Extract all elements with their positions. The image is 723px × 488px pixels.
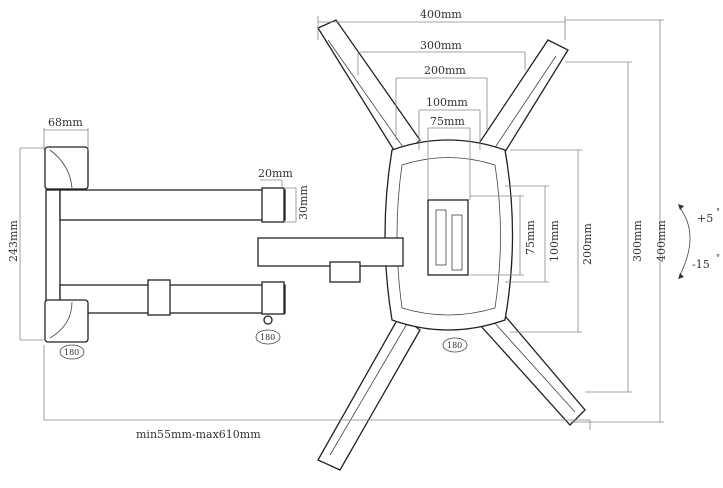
dim-100-h: 100mm bbox=[426, 96, 468, 109]
dim-depth: 68mm bbox=[48, 116, 83, 129]
wall-plate-bottom bbox=[44, 299, 89, 343]
svg-text:°: ° bbox=[716, 253, 720, 262]
svg-text:400mm: 400mm bbox=[655, 220, 668, 262]
lower-arm bbox=[59, 284, 286, 314]
vertical-dimensions: 75mm 100mm 200mm 300mm 400mm bbox=[470, 19, 668, 423]
horizontal-dimensions: 400mm 300mm 200mm 100mm 75mm bbox=[317, 8, 566, 200]
svg-text:30mm: 30mm bbox=[297, 185, 310, 220]
svg-text:75mm: 75mm bbox=[524, 220, 537, 255]
rotation-marks: 180 180 180 bbox=[59, 329, 468, 360]
dim-extension: min55mm-max610mm bbox=[136, 428, 261, 441]
short-arm bbox=[257, 237, 404, 267]
swing-arm bbox=[44, 146, 404, 343]
svg-text:20mm: 20mm bbox=[258, 167, 293, 180]
dim-200-h: 200mm bbox=[424, 64, 466, 77]
svg-text:180: 180 bbox=[260, 333, 275, 342]
dim-75-h: 75mm bbox=[430, 115, 465, 128]
arm-bottom-left bbox=[317, 314, 421, 471]
svg-text:°: ° bbox=[716, 207, 720, 216]
dim-400-h: 400mm bbox=[420, 8, 462, 21]
dim-height: 243mm bbox=[7, 220, 20, 262]
svg-text:200mm: 200mm bbox=[581, 223, 594, 265]
upper-arm bbox=[59, 189, 286, 221]
svg-text:300mm: 300mm bbox=[631, 220, 644, 262]
tilt-indicator: +5 ° -15 ° bbox=[678, 204, 720, 279]
center-bracket bbox=[427, 199, 469, 276]
arm-top-left bbox=[317, 19, 421, 162]
arm-bottom-right bbox=[479, 309, 586, 426]
dim-300-h: 300mm bbox=[420, 39, 462, 52]
svg-text:180: 180 bbox=[64, 348, 79, 357]
arm-dimensions: 68mm 243mm 20mm 30mm min55mm-max610mm bbox=[7, 116, 591, 441]
svg-text:100mm: 100mm bbox=[548, 220, 561, 262]
vesa-plate bbox=[317, 19, 586, 471]
svg-text:180: 180 bbox=[447, 341, 462, 350]
svg-text:+5: +5 bbox=[697, 212, 713, 225]
svg-text:-15: -15 bbox=[692, 258, 710, 271]
